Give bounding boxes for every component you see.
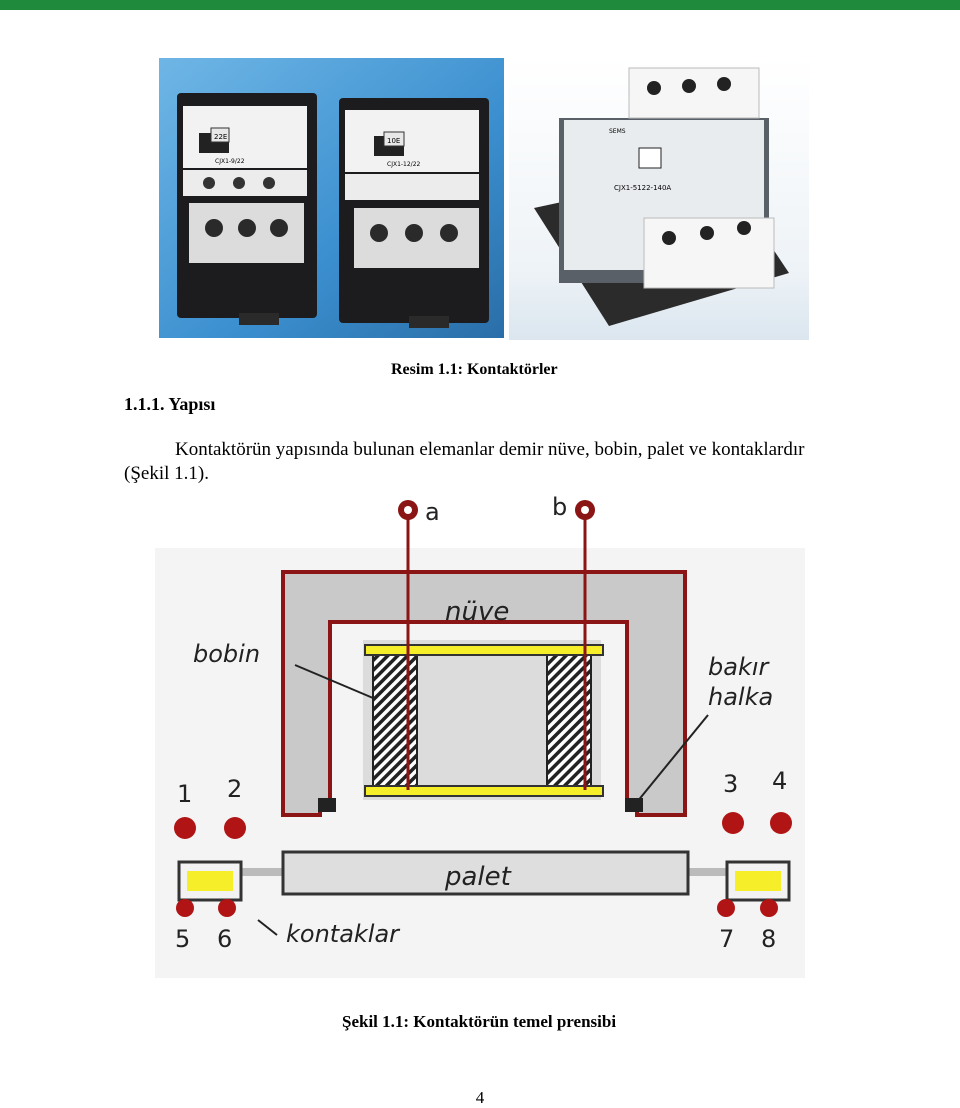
device-1-code: 22E	[214, 133, 227, 141]
label-armature: palet	[444, 862, 512, 892]
ring-pointer	[636, 714, 709, 803]
contact-number-3: 3	[723, 770, 738, 798]
label-core: nüve	[445, 597, 509, 627]
copper-ring-left	[318, 798, 336, 812]
copper-ring-right	[625, 798, 643, 812]
label-ring-1: bakır	[708, 653, 771, 681]
coil-left-winding	[372, 649, 418, 791]
coil-bottom-plate	[364, 785, 604, 797]
contactor-small-1: 22E CJX1-9/22	[177, 93, 317, 325]
label-ring-2: halka	[708, 683, 773, 711]
contact-dot-6	[218, 899, 236, 917]
contact-number-2: 2	[227, 775, 242, 803]
contact-number-8: 8	[761, 925, 776, 953]
coil-pointer	[294, 664, 374, 699]
device-3-rating: CJX1-5122-140A	[614, 184, 671, 192]
device-3-brand: SEMS	[609, 128, 626, 135]
contactor-small-2: 10E CJX1-12/22	[339, 98, 489, 328]
contact-number-6: 6	[217, 925, 232, 953]
contact-dot-7	[717, 899, 735, 917]
device-1-rating: CJX1-9/22	[215, 158, 245, 165]
contact-number-7: 7	[719, 925, 734, 953]
armature	[177, 850, 791, 902]
page-number: 4	[475, 1088, 485, 1107]
contact-dot-5	[176, 899, 194, 917]
section-heading: 1.1.1. Yapısı	[124, 394, 216, 414]
figure-caption: Şekil 1.1: Kontaktörün temel prensibi	[342, 1012, 617, 1031]
top-accent-bar	[0, 0, 960, 10]
contactor-large: SEMS CJX1-5122-140A	[534, 67, 789, 326]
contact-number-1: 1	[177, 780, 192, 808]
device-2-code: 10E	[387, 137, 400, 145]
paragraph-line-1: Kontaktörün yapısında bulunan elemanlar …	[175, 439, 805, 460]
contacts-pointer	[257, 919, 278, 936]
contact-dot-8	[760, 899, 778, 917]
contact-dot-2	[224, 817, 246, 839]
device-2-rating: CJX1-12/22	[387, 161, 421, 168]
terminal-b-label: b	[552, 493, 567, 521]
contactors-photo: 22E CJX1-9/22 10E CJX1-12/22 SEMS CJX1-5…	[159, 58, 809, 340]
contact-dot-3	[722, 812, 744, 834]
body-paragraph: Kontaktörün yapısında bulunan elemanlar …	[124, 438, 844, 486]
contact-number-5: 5	[175, 925, 190, 953]
photo-caption: Resim 1.1: Kontaktörler	[391, 361, 558, 378]
contact-dot-1	[174, 817, 196, 839]
coil-top-plate	[364, 644, 604, 656]
label-coil: bobin	[193, 640, 260, 668]
contact-number-4: 4	[772, 767, 787, 795]
contactor-principle-diagram: a b nüve bobin bakır halka 1 2 3 4 palet…	[155, 490, 805, 978]
paragraph-line-2: (Şekil 1.1).	[124, 463, 209, 484]
label-contacts: kontaklar	[286, 920, 401, 948]
terminal-a-label: a	[425, 498, 440, 526]
contact-dot-4	[770, 812, 792, 834]
